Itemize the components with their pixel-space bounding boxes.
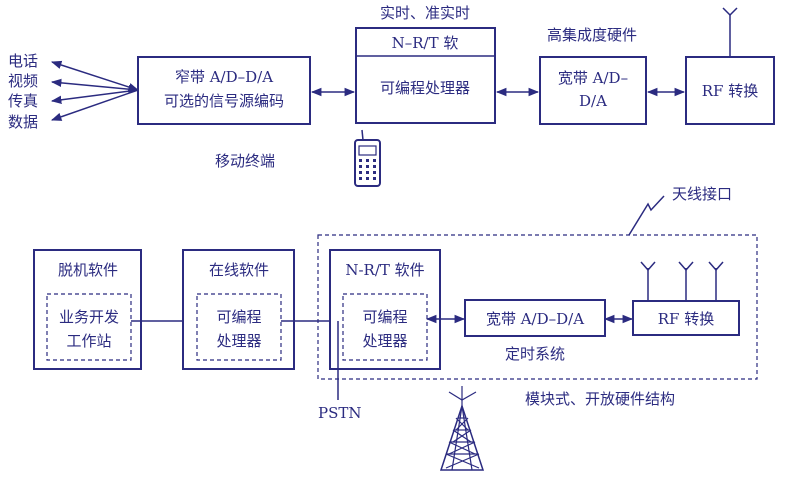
nrt-inner-line2: 处理器 <box>362 332 407 350</box>
input-arrows <box>50 60 140 121</box>
antenna-interface-pointer <box>628 195 665 236</box>
offline-inner-line1: 业务开发 <box>59 308 119 326</box>
rf-top-label: RF 转换 <box>702 82 758 100</box>
narrowband-source-block <box>137 56 311 125</box>
wideband-top-line2: D/A <box>579 92 607 110</box>
modular-hardware-label: 模块式、开放硬件结构 <box>525 390 675 408</box>
antenna-array-icon <box>640 261 724 301</box>
nrt-processor-header: N–R/T 软 <box>392 34 459 52</box>
nrt-software-header: N-R/T 软件 <box>345 261 424 279</box>
hardware-caption: 高集成度硬件 <box>547 26 637 44</box>
rf-block-top <box>685 56 775 125</box>
nrt-processor-body: 可编程处理器 <box>380 79 470 97</box>
online-inner-line2: 处理器 <box>216 332 261 350</box>
offline-software-block <box>33 249 142 370</box>
wideband-bottom-label: 宽带 A/D–D/A <box>486 310 584 328</box>
input-label-phone: 电话 <box>8 52 38 70</box>
tower-icon <box>439 386 485 471</box>
rf-block-bottom <box>632 300 740 336</box>
narrowband-source-line2: 可选的信号源编码 <box>164 92 284 110</box>
input-label-fax: 传真 <box>8 92 38 110</box>
wideband-top-line1: 宽带 A/D– <box>558 69 628 87</box>
wideband-block-top <box>539 56 647 125</box>
offline-inner-box <box>46 293 132 361</box>
pstn-label: PSTN <box>318 404 362 422</box>
online-inner-line1: 可编程 <box>216 308 261 326</box>
nrt-software-block <box>329 249 441 370</box>
mobile-phone-icon <box>354 129 381 187</box>
narrowband-source-line1: 窄带 A/D–D/A <box>175 68 273 86</box>
offline-inner-line2: 工作站 <box>66 332 111 350</box>
nrt-inner-line1: 可编程 <box>362 308 407 326</box>
modular-hardware-enclosure <box>317 234 758 380</box>
offline-software-header: 脱机软件 <box>58 261 118 279</box>
online-inner-box <box>196 293 282 361</box>
rf-bottom-label: RF 转换 <box>658 310 714 328</box>
online-software-header: 在线软件 <box>209 261 269 279</box>
input-label-data: 数据 <box>8 113 38 131</box>
nrt-processor-block <box>355 27 496 124</box>
wideband-block-bottom <box>464 299 606 337</box>
input-label-video: 视频 <box>8 72 38 90</box>
realtime-caption: 实时、准实时 <box>380 4 470 22</box>
nrt-inner-box <box>342 293 428 361</box>
antenna-interface-label: 天线接口 <box>672 185 732 203</box>
timing-system-label: 定时系统 <box>505 345 565 363</box>
online-software-block <box>182 249 295 370</box>
mobile-terminal-label: 移动终端 <box>215 152 275 170</box>
antenna-icon <box>722 7 738 57</box>
